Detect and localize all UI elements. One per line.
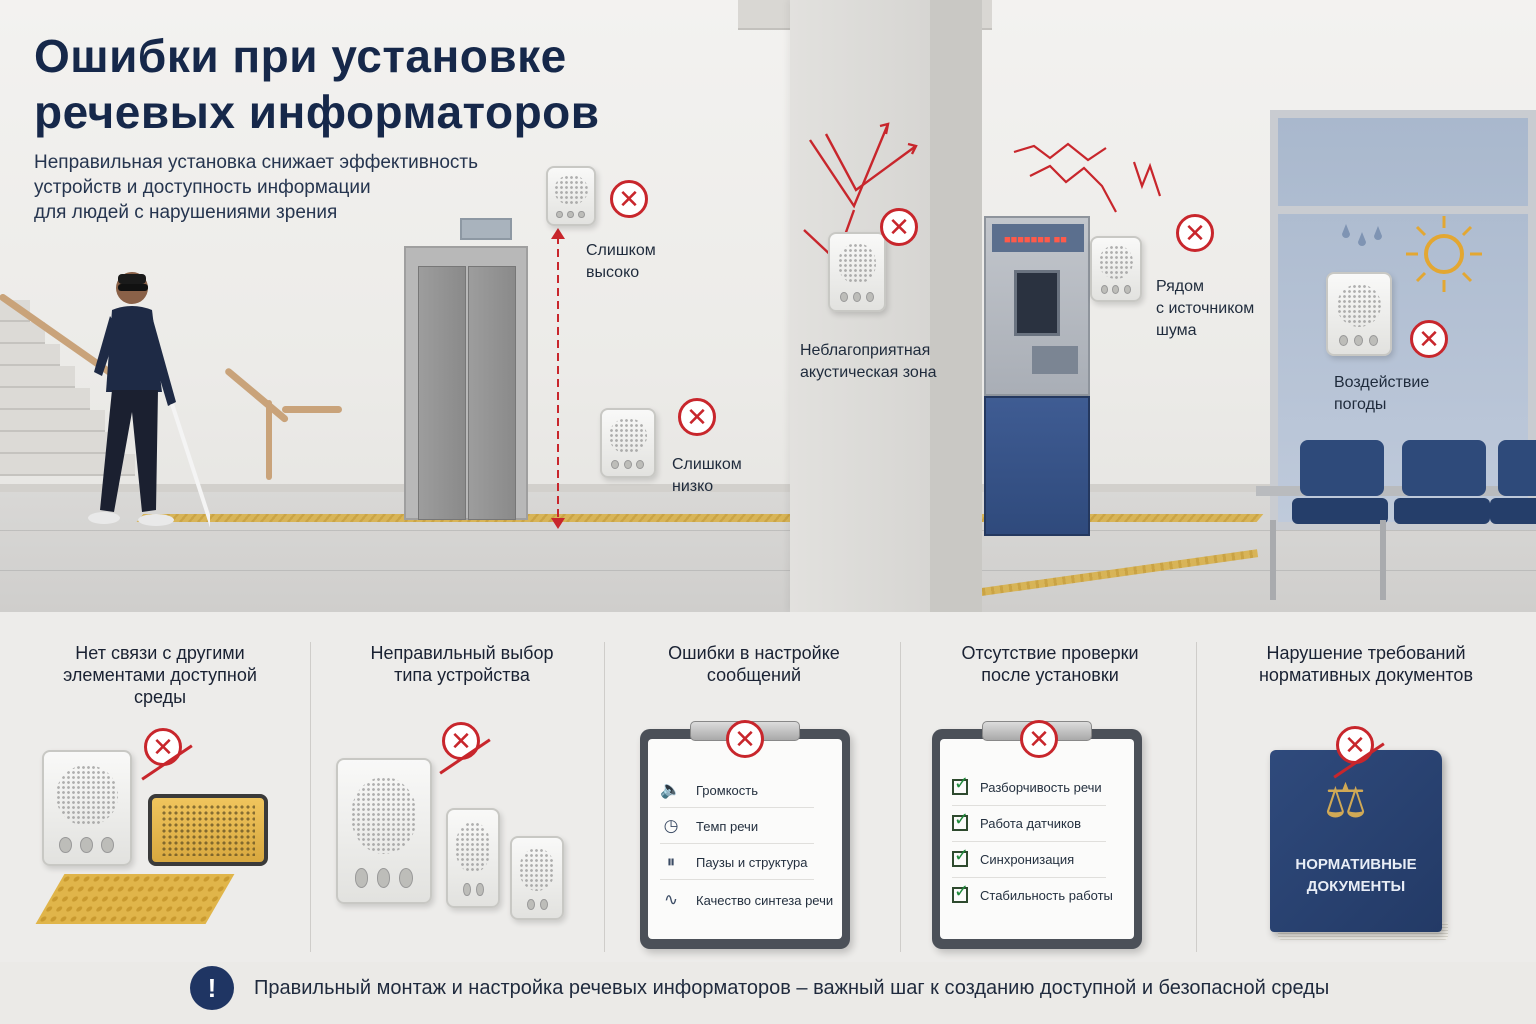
x-circle-icon: ✕ — [610, 180, 648, 218]
x-circle-icon: ✕ — [1410, 320, 1448, 358]
checklist-item: ◷Темп речи — [660, 815, 759, 837]
panel-divider — [900, 642, 901, 952]
arrow-up-icon — [551, 228, 565, 239]
footer-banner: ! Правильный монтаж и настройка речевых … — [0, 962, 1536, 1024]
checklist-item: Работа датчиков — [952, 809, 1081, 831]
panel-divider — [310, 642, 311, 952]
floor-tile-line — [0, 570, 1536, 571]
speech-informer-too-low — [600, 408, 656, 478]
speech-informer-too-high — [546, 166, 596, 226]
pause-icon: ⏸ — [666, 852, 676, 871]
speech-informer-small — [510, 836, 564, 920]
tactile-paving — [35, 874, 235, 924]
visually-impaired-person — [88, 272, 210, 528]
speaker-volume-icon: 🔈 — [660, 780, 682, 799]
clipboard-verification: Разборчивость речи Работа датчиков Синхр… — [932, 721, 1142, 949]
scales-of-justice-icon: ⚖ — [1324, 775, 1368, 828]
clock-icon: ◷ — [663, 816, 679, 835]
bench-seat — [1394, 440, 1490, 544]
x-circle-icon: ✕ — [726, 720, 764, 758]
speech-informer-near-noise — [1090, 236, 1142, 302]
panel-divider — [604, 642, 605, 952]
bench-seat — [1490, 440, 1536, 544]
page-subtitle: Неправильная установка снижает эффективн… — [34, 152, 479, 223]
checkbox-checked-icon — [952, 881, 969, 903]
checkbox-checked-icon — [952, 845, 969, 867]
exclamation-icon: ! — [190, 966, 234, 1010]
x-circle-icon: ✕ — [144, 728, 182, 766]
bench-seat — [1292, 440, 1388, 544]
x-circle-icon: ✕ — [442, 722, 480, 760]
staircase — [0, 300, 140, 495]
atm-machine: ■■■■■■■ ■■ — [984, 216, 1090, 536]
x-circle-icon: ✕ — [880, 208, 918, 246]
baseboard — [0, 484, 1536, 492]
checkbox-checked-icon — [952, 773, 969, 795]
arrow-down-icon — [551, 518, 565, 529]
panel-divider — [1196, 642, 1197, 952]
bench-frame — [1256, 486, 1536, 496]
speech-informer-device — [42, 750, 132, 866]
checklist-item: Стабильность работы — [952, 881, 1113, 903]
x-circle-icon: ✕ — [1020, 720, 1058, 758]
elevator-door-left — [418, 266, 466, 520]
elevator-indicator — [460, 218, 512, 240]
x-circle-icon: ✕ — [678, 398, 716, 436]
sun-icon — [1406, 216, 1482, 292]
checklist-item: Синхронизация — [952, 845, 1074, 867]
floor-tile-line — [0, 530, 1536, 531]
clipboard-settings: 🔈Громкость ◷Темп речи ⏸Паузы и структура… — [640, 721, 850, 949]
height-dimension-line — [557, 236, 559, 520]
speech-informer-medium — [446, 808, 500, 908]
handrail — [223, 366, 290, 424]
waveform-icon: ∿ — [663, 890, 679, 909]
elevator-door-right — [468, 266, 516, 520]
rain-drops-icon — [1342, 224, 1382, 246]
checklist-item: ⏸Паузы и структура — [660, 851, 808, 873]
elevator — [404, 246, 528, 520]
column-side — [930, 0, 982, 612]
speech-informer-acoustic-zone — [828, 232, 886, 312]
braille-sign — [148, 794, 268, 866]
speech-informer-weather — [1326, 272, 1392, 356]
window-frame — [1270, 206, 1536, 214]
bench-leg — [1270, 520, 1276, 600]
noise-waves-icon — [1013, 142, 1162, 213]
checklist-item: 🔈Громкость — [660, 780, 758, 799]
x-circle-icon: ✕ — [1336, 726, 1374, 764]
tactile-strip — [136, 514, 1264, 522]
checklist-item: ∿Качество синтеза речи — [660, 889, 833, 911]
footer-text: Правильный монтаж и настройка речевых ин… — [254, 977, 1330, 999]
page-title: Ошибки при установке речевых информаторо… — [34, 30, 600, 138]
checkbox-checked-icon — [952, 809, 969, 831]
speech-informer-large — [336, 758, 432, 904]
handrail — [282, 406, 342, 413]
bench-leg — [1380, 520, 1386, 600]
checklist-item: Разборчивость речи — [952, 773, 1102, 795]
x-circle-icon: ✕ — [1176, 214, 1214, 252]
handrail-post — [266, 400, 272, 480]
